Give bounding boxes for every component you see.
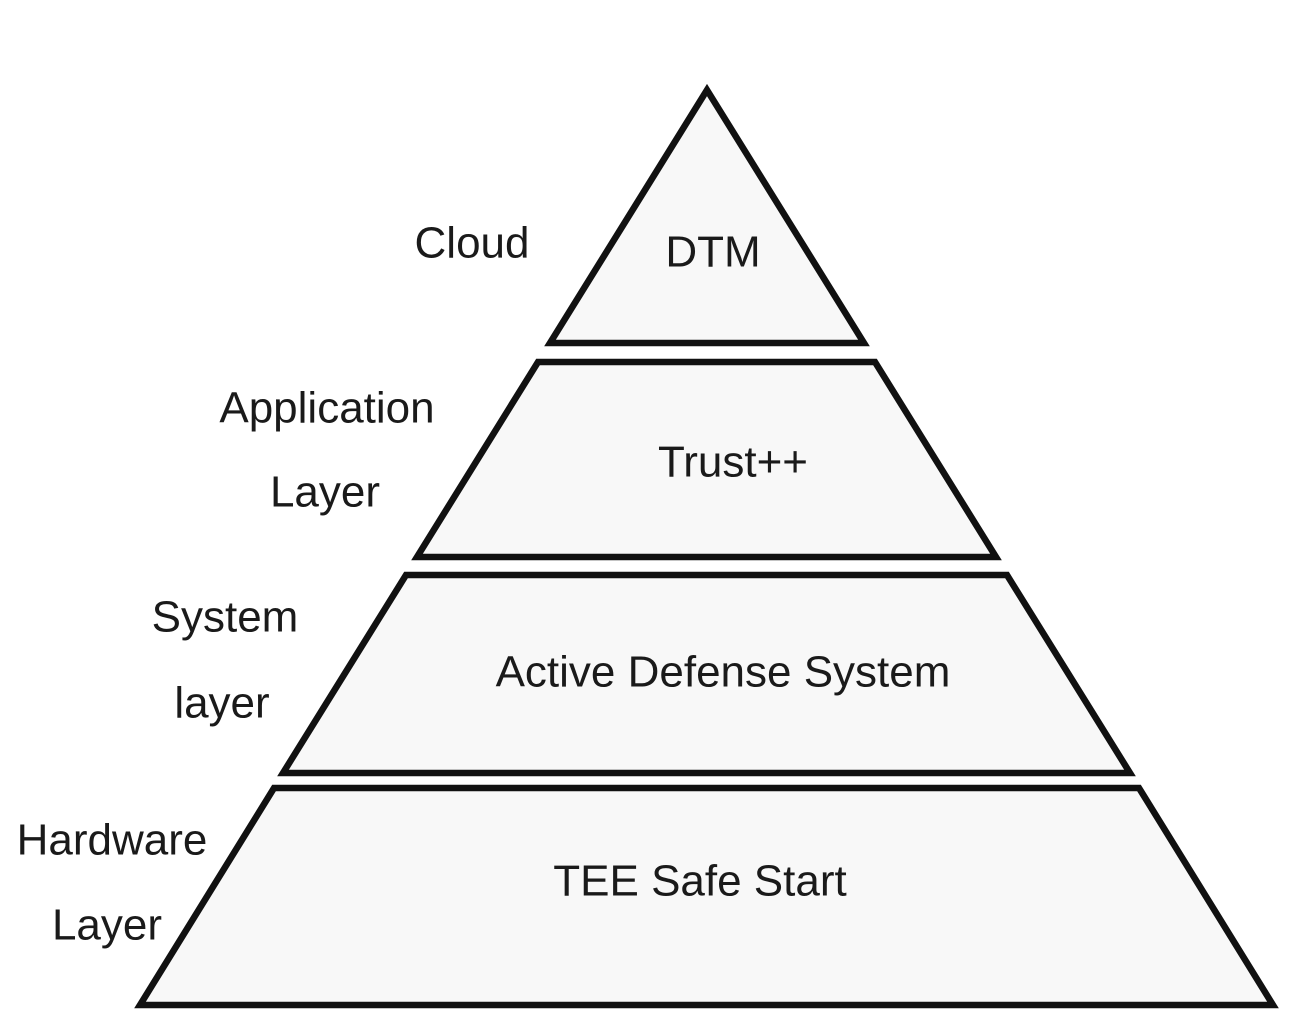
side-label-system-line2: layer [174,679,269,728]
side-label-hardware-line2: Layer [52,901,162,950]
tier-system-shape [277,571,1136,777]
tier-cloud-content-label: DTM [665,228,760,277]
tier-application-content-label: Trust++ [658,438,808,487]
side-label-system-line1: System [152,593,299,642]
side-label-application-line2: Layer [270,468,380,517]
tier-hardware-content-label: TEE Safe Start [553,857,846,906]
tier-cloud-shape [544,83,870,347]
tier-application-shape [411,358,1002,561]
tier-system-content-label: Active Defense System [496,648,951,697]
side-label-cloud: Cloud [415,219,530,268]
side-label-application-line1: Application [219,384,434,433]
tier-hardware-shape [134,784,1279,1009]
side-label-hardware-line1: Hardware [17,816,208,865]
